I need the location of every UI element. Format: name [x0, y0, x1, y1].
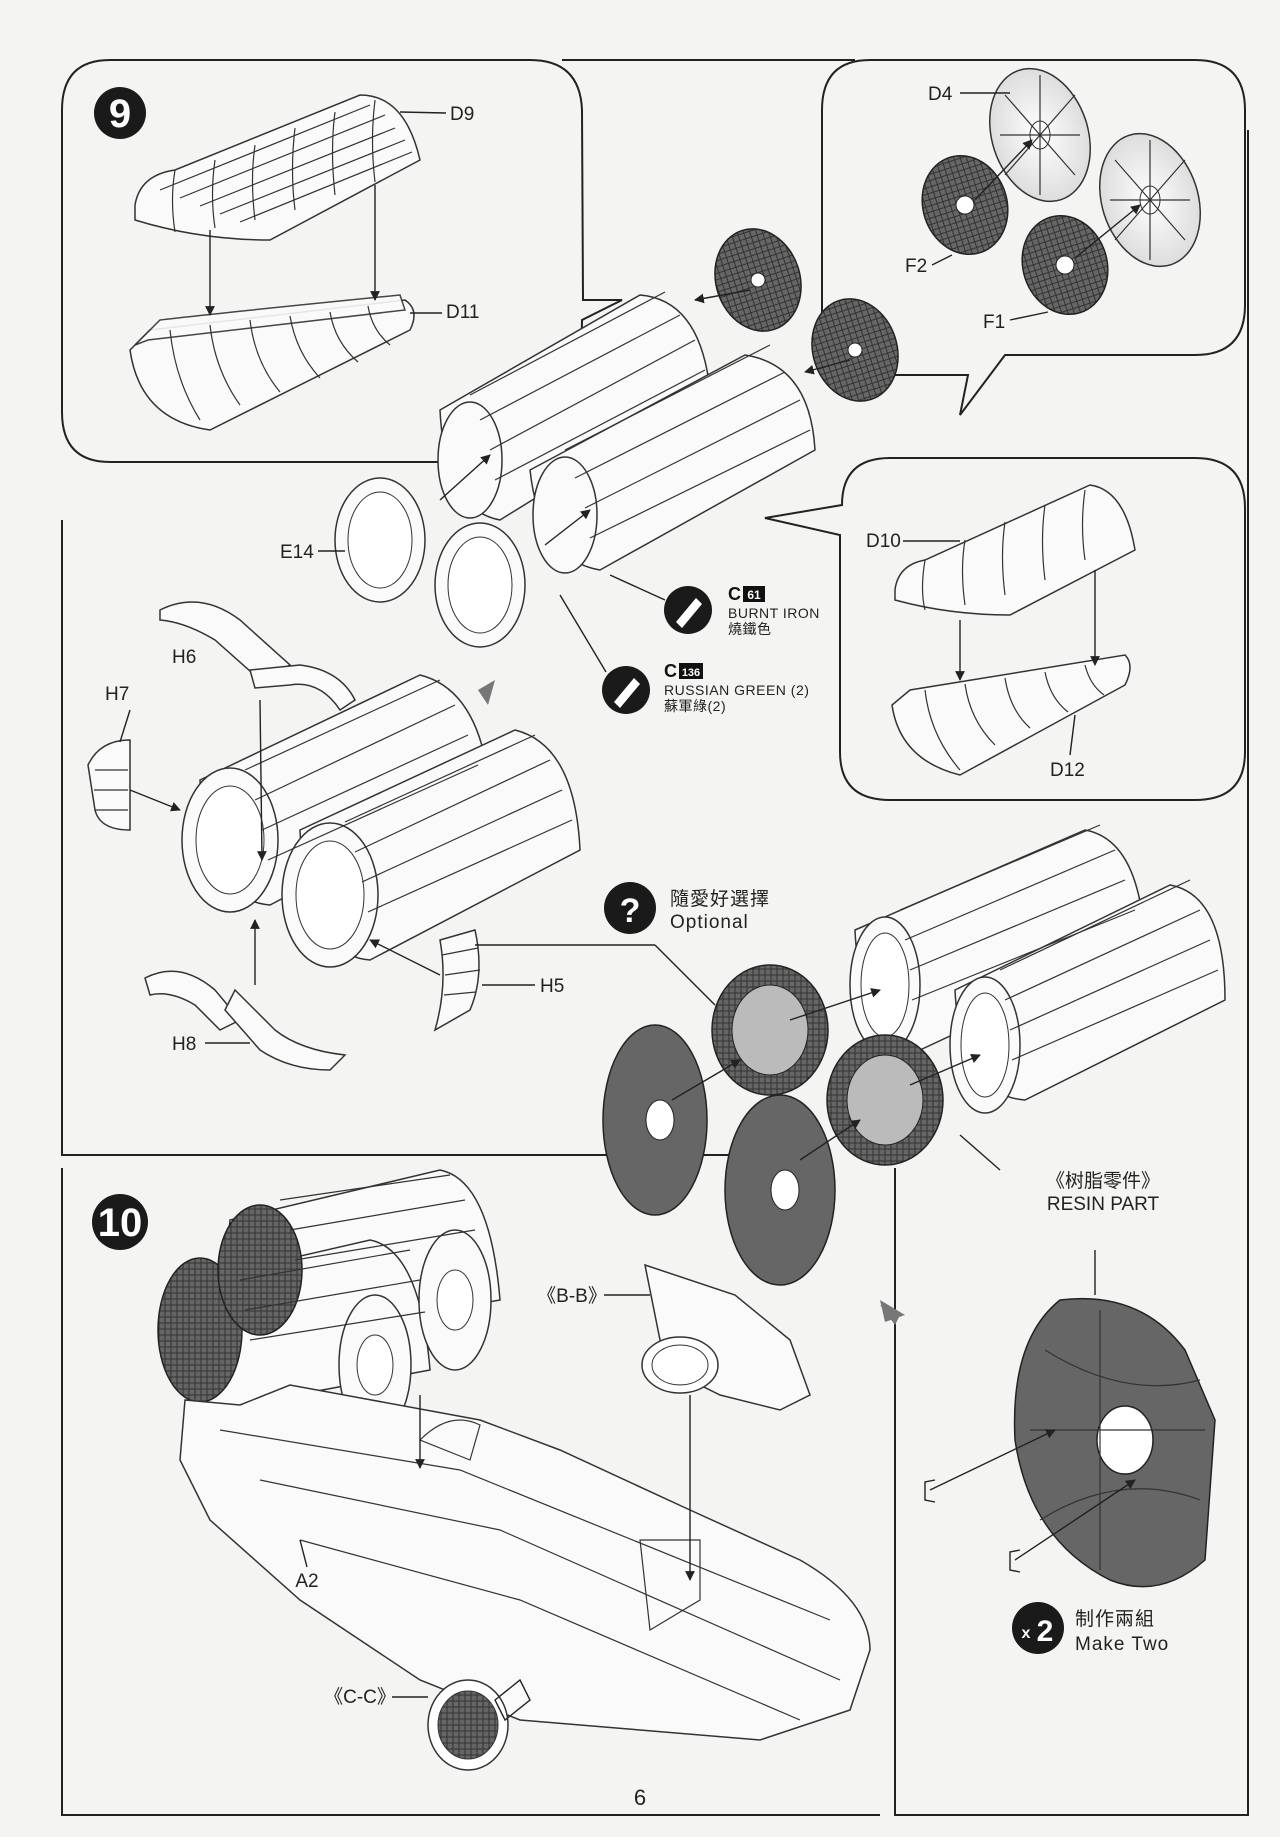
label-h8: H8 — [172, 1034, 196, 1055]
detail-b-b — [641, 1263, 811, 1411]
step-9-number: 9 — [109, 92, 131, 136]
optional-note: ? 隨愛好選擇 Optional — [604, 882, 770, 934]
part-h8 — [144, 970, 347, 1071]
svg-text:蘇軍綠(2): 蘇軍綠(2) — [664, 698, 726, 714]
resin-part-enlarged — [1013, 1297, 1216, 1588]
svg-text:RUSSIAN GREEN (2): RUSSIAN GREEN (2) — [664, 682, 809, 698]
resin-label-zh: 《树脂零件》 — [1046, 1170, 1160, 1192]
label-f2: F2 — [905, 256, 927, 277]
part-f2-f1 — [921, 154, 1109, 316]
label-h5: H5 — [540, 976, 564, 997]
svg-text:C: C — [728, 584, 741, 604]
step-9-badge: 9 — [94, 87, 146, 139]
svg-text:BURNT IRON: BURNT IRON — [728, 605, 820, 621]
callout-fans — [821, 59, 1246, 416]
arrow-icon — [880, 1305, 900, 1325]
svg-text:61: 61 — [747, 588, 761, 602]
part-h5 — [433, 929, 481, 1032]
detail-c-c — [427, 1678, 531, 1771]
svg-text:制作兩組: 制作兩組 — [1075, 1608, 1155, 1630]
question-icon: ? — [620, 892, 641, 930]
step-10-number: 10 — [98, 1201, 143, 1245]
engine-cylinders-right — [849, 824, 1226, 1114]
callout-d10-d12 — [764, 457, 1246, 801]
part-d10 — [894, 484, 1136, 616]
make-two-note: x 2 制作兩組 Make Two — [1012, 1602, 1169, 1655]
engine-cylinders-mid — [181, 674, 581, 968]
label-f1: F1 — [983, 312, 1005, 333]
paint-c61: C 61 BURNT IRON 燒鐵色 — [664, 584, 820, 637]
engine-cylinders-top — [437, 291, 816, 574]
resin-label-en: RESIN PART — [1047, 1194, 1160, 1215]
svg-text:C: C — [664, 661, 677, 681]
part-d4-fans — [988, 67, 1202, 268]
engine-assembly-step10 — [157, 1169, 501, 1436]
label-d4: D4 — [928, 84, 953, 105]
label-c-c: 《C-C》 — [324, 1686, 396, 1708]
label-d11: D11 — [446, 302, 479, 323]
part-a2-fuselage — [179, 1384, 871, 1741]
svg-text:x: x — [1022, 1625, 1031, 1642]
svg-text:燒鐵色: 燒鐵色 — [728, 621, 772, 637]
label-h7: H7 — [105, 684, 129, 705]
label-a2: A2 — [295, 1571, 318, 1592]
arrow-icon — [478, 680, 495, 705]
exhaust-rear-disks — [714, 228, 899, 402]
paint-c136: C 136 RUSSIAN GREEN (2) 蘇軍綠(2) — [602, 661, 809, 714]
label-b-b: 《B-B》 — [537, 1285, 607, 1307]
svg-text:136: 136 — [682, 667, 700, 679]
part-h7 — [87, 739, 131, 831]
svg-text:Optional: Optional — [670, 912, 749, 933]
svg-text:2: 2 — [1037, 1615, 1054, 1648]
step-10-badge: 10 — [92, 1194, 148, 1250]
label-d9: D9 — [450, 104, 474, 125]
label-h6: H6 — [172, 647, 196, 668]
part-d12 — [891, 654, 1131, 776]
resin-parts — [602, 964, 944, 1286]
part-e14-rings — [334, 477, 526, 648]
label-d10: D10 — [866, 531, 901, 552]
part-d11 — [129, 294, 415, 431]
part-d9 — [134, 94, 421, 241]
page-number: 6 — [634, 1785, 646, 1810]
svg-text:Make Two: Make Two — [1075, 1634, 1169, 1655]
part-h6 — [159, 601, 356, 712]
label-e14: E14 — [280, 542, 314, 563]
svg-text:隨愛好選擇: 隨愛好選擇 — [670, 888, 770, 910]
page-frame — [61, 59, 1249, 1816]
label-d12: D12 — [1050, 760, 1085, 781]
